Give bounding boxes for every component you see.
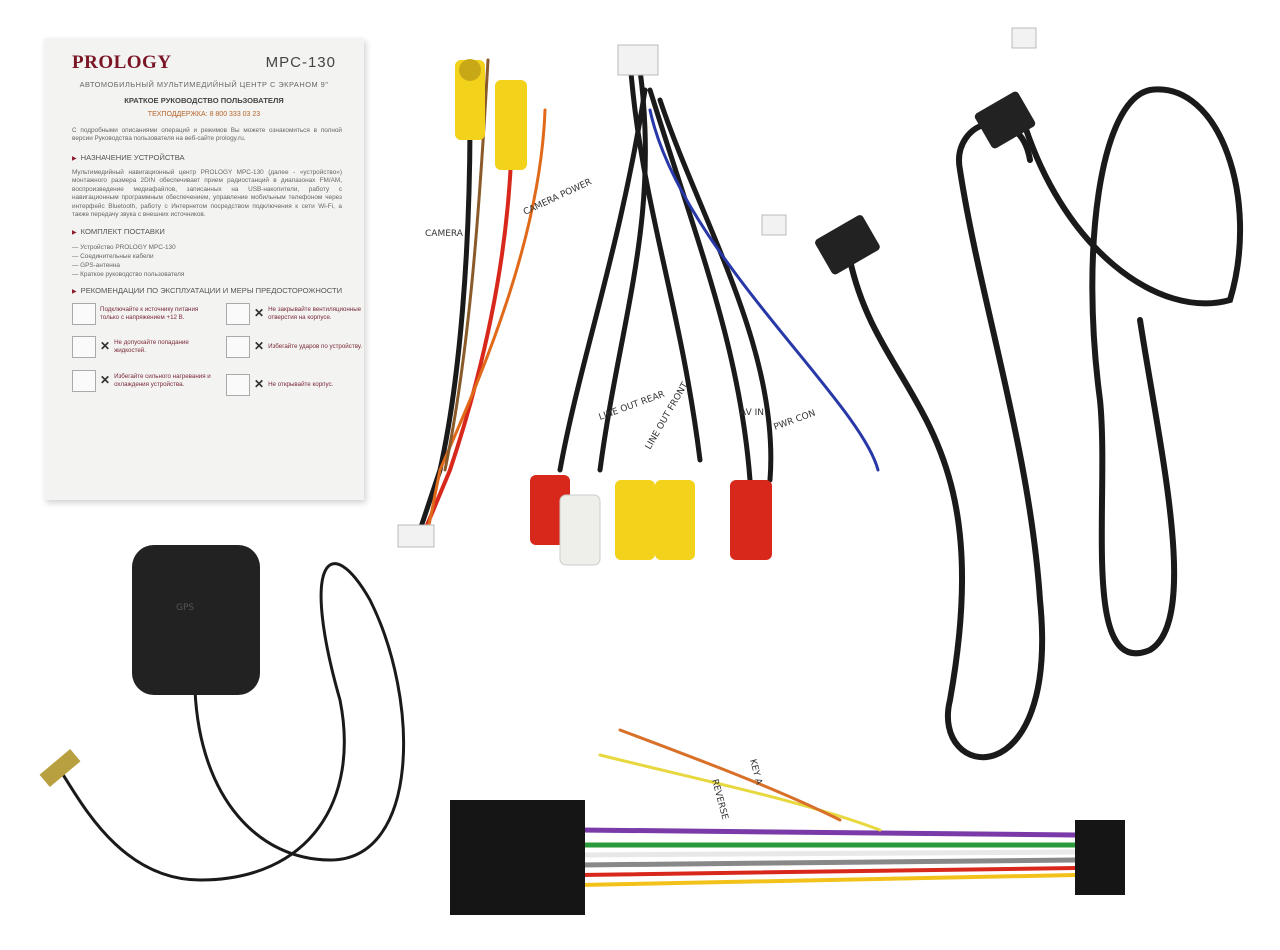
cable-tags: CAMERA CAMERA POWER LINE OUT REAR LINE O…	[176, 177, 817, 821]
kit-item: — Устройство PROLOGY MPC-130	[72, 244, 176, 251]
vent-icon	[226, 303, 250, 325]
user-manual-leaflet: PROLOGY MPC-130 АВТОМОБИЛЬНЫЙ МУЛЬТИМЕДИ…	[44, 38, 364, 500]
kit-item: — GPS-антенна	[72, 262, 120, 269]
tag-av-in: AV IN	[740, 408, 764, 418]
tag-pwr-con: PWR CON	[773, 409, 817, 433]
tag-camera: CAMERA	[425, 229, 464, 239]
thermometer-icon	[72, 370, 96, 392]
iso-harness	[450, 728, 1125, 915]
warning-item: ✕Не открывайте корпус.	[226, 374, 366, 396]
screwdriver-icon	[226, 374, 250, 396]
rca-harness	[530, 44, 880, 566]
gps-embossed-text: GPS	[176, 603, 194, 613]
prohibited-icon: ✕	[100, 373, 111, 388]
camera-harness	[397, 58, 547, 548]
tag-line-out-front: LINE OUT FRONT	[644, 380, 691, 451]
tag-camera-power: CAMERA POWER	[522, 177, 593, 217]
manual-title: КРАТКОЕ РУКОВОДСТВО ПОЛЬЗОВАТЕЛЯ	[124, 96, 284, 105]
support-phone: ТЕХПОДДЕРЖКА: 8 800 333 03 23	[147, 111, 261, 118]
warning-item: Подключайте к источнику питания только с…	[72, 303, 212, 325]
prohibited-icon: ✕	[254, 377, 265, 392]
purpose-text: Мультимедийный навигационный центр PROLO…	[72, 169, 342, 219]
section-heading-precautions: РЕКОМЕНДАЦИИ ПО ЭКСПЛУАТАЦИИ И МЕРЫ ПРЕД…	[72, 286, 342, 295]
model-name: MPC-130	[265, 54, 336, 71]
liquid-icon	[72, 336, 96, 358]
warning-item: ✕Избегайте сильного нагревания и охлажде…	[72, 370, 212, 392]
usb-cables	[761, 27, 1244, 761]
gps-antenna	[39, 545, 405, 882]
manual-subtitle: АВТОМОБИЛЬНЫЙ МУЛЬТИМЕДИЙНЫЙ ЦЕНТР С ЭКР…	[79, 80, 329, 89]
warning-item: ✕Не закрывайте вентиляционные отверстия …	[226, 303, 366, 325]
prohibited-icon: ✕	[254, 339, 265, 354]
kit-item: — Соединительные кабели	[72, 253, 154, 260]
warning-item: ✕Не допускайте попадание жидкостей.	[72, 336, 212, 358]
section-heading-kit: КОМПЛЕКТ ПОСТАВКИ	[72, 227, 165, 236]
tag-key-a: KEY A	[747, 758, 764, 787]
prohibited-icon: ✕	[100, 339, 111, 354]
warning-item: ✕Избегайте ударов по устройству.	[226, 336, 366, 358]
prohibited-icon: ✕	[254, 306, 265, 321]
hammer-icon	[226, 336, 250, 358]
power-icon	[72, 303, 96, 325]
kit-item: — Краткое руководство пользователя	[72, 271, 185, 278]
intro-text: С подробными описаниями операций и режим…	[72, 127, 342, 143]
section-heading-purpose: НАЗНАЧЕНИЕ УСТРОЙСТВА	[72, 153, 185, 162]
brand-logo: PROLOGY	[72, 52, 172, 73]
